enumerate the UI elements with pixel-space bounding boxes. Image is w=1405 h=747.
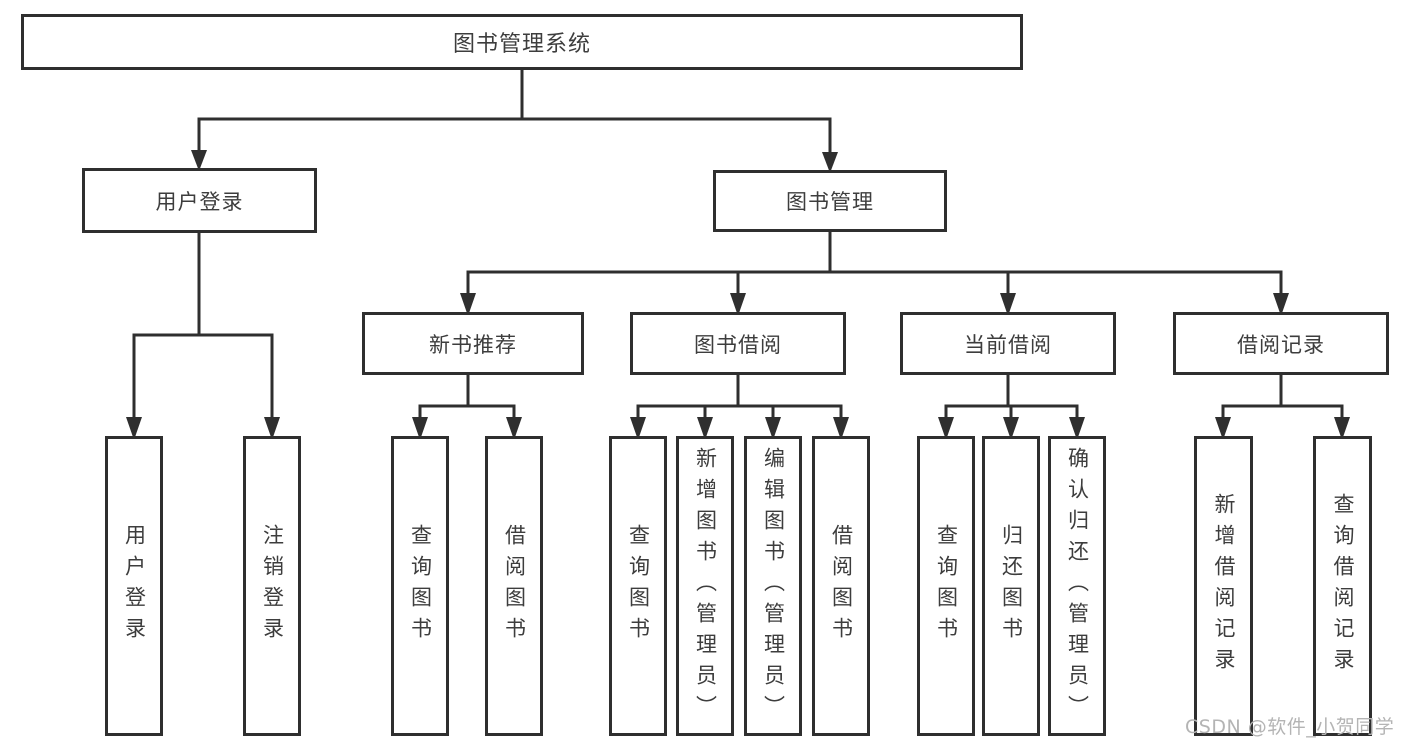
leaf-return-books: 归还图书 [982, 436, 1040, 736]
node-label: 新增借阅记录 [1212, 493, 1236, 679]
leaf-query-borrow-record: 查询借阅记录 [1313, 436, 1372, 736]
connector-borrow-record-children [1215, 375, 1350, 440]
node-book-management: 图书管理 [713, 170, 947, 232]
node-book-borrow: 图书借阅 [630, 312, 846, 375]
node-label: 新增图书（管理员） [693, 446, 718, 726]
leaf-edit-books-admin: 编辑图书（管理员） [744, 436, 802, 736]
arrowhead [697, 417, 713, 440]
arrowhead [1273, 293, 1289, 316]
node-label: 图书管理系统 [452, 32, 591, 57]
arrowhead [1215, 417, 1231, 440]
node-label: 新书推荐 [429, 332, 517, 357]
node-label: 编辑图书（管理员） [761, 446, 786, 726]
node-label: 借阅记录 [1237, 332, 1325, 357]
node-label: 用户登录 [122, 524, 147, 648]
node-label: 借阅图书 [829, 524, 854, 648]
node-library-management-system: 图书管理系统 [21, 14, 1023, 70]
leaf-add-books-admin: 新增图书（管理员） [676, 436, 734, 736]
connector-root-to-level2 [191, 70, 838, 173]
node-label: 用户登录 [155, 189, 244, 214]
node-new-book-recommend: 新书推荐 [362, 312, 584, 375]
leaf-borrow-books-1: 借阅图书 [485, 436, 543, 736]
node-label: 查询借阅记录 [1331, 493, 1355, 679]
arrowhead [1334, 417, 1350, 440]
connector-current-borrow-children [938, 375, 1085, 440]
connector-book-borrow-children [630, 375, 849, 440]
node-label: 归还图书 [999, 524, 1024, 648]
arrowhead [126, 417, 142, 440]
arrowhead [460, 293, 476, 316]
connector-book-mgmt-children [460, 232, 1289, 316]
arrowhead [1003, 417, 1019, 440]
leaf-logout: 注销登录 [243, 436, 301, 736]
arrowhead [822, 152, 838, 173]
arrowhead [412, 417, 428, 440]
arrowhead [938, 417, 954, 440]
arrowhead [1069, 417, 1085, 440]
node-label: 确认归还（管理员） [1065, 446, 1090, 726]
arrowhead [264, 417, 280, 440]
node-borrow-record: 借阅记录 [1173, 312, 1389, 375]
connector-new-book-rec-children [412, 375, 522, 440]
csdn-watermark: CSDN @软件_小贺同学 [1185, 716, 1395, 738]
node-current-borrow: 当前借阅 [900, 312, 1116, 375]
node-label: 查询图书 [408, 524, 433, 648]
node-label: 查询图书 [934, 524, 959, 648]
arrowhead [833, 417, 849, 440]
node-user-login: 用户登录 [82, 168, 317, 233]
leaf-confirm-return-admin: 确认归还（管理员） [1048, 436, 1106, 736]
arrowhead [191, 150, 207, 171]
node-label: 当前借阅 [964, 332, 1052, 357]
node-label: 图书管理 [786, 190, 874, 214]
node-label: 借阅图书 [502, 524, 527, 648]
leaf-add-borrow-record: 新增借阅记录 [1194, 436, 1253, 736]
leaf-query-books-2: 查询图书 [609, 436, 667, 736]
node-label: 注销登录 [260, 524, 285, 648]
arrowhead [765, 417, 781, 440]
arrowhead [630, 417, 646, 440]
node-label: 图书借阅 [694, 332, 782, 357]
leaf-query-books-3: 查询图书 [917, 436, 975, 736]
arrowhead [1000, 293, 1016, 316]
connector-user-login-children [126, 233, 280, 440]
arrowhead [730, 293, 746, 316]
leaf-query-books-1: 查询图书 [391, 436, 449, 736]
arrowhead [506, 417, 522, 440]
leaf-borrow-books-2: 借阅图书 [812, 436, 870, 736]
leaf-user-login: 用户登录 [105, 436, 163, 736]
node-label: 查询图书 [626, 524, 651, 648]
